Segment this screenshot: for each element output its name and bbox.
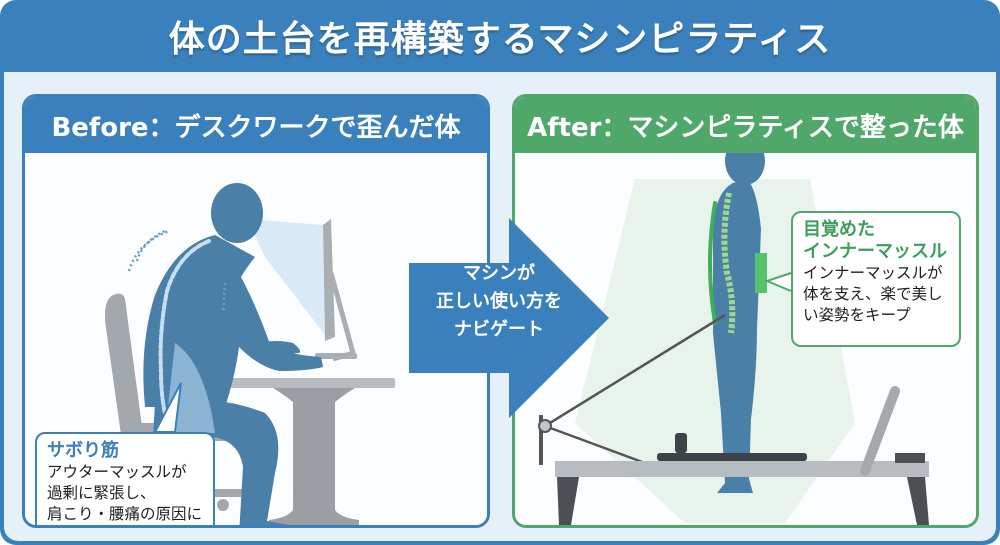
callout-line: 体を支え、楽で美し	[803, 285, 943, 303]
lazy-muscle-callout: サボり筋 アウターマッスルが 過剰に緊張し、 肩こり・腰痛の原因に	[35, 432, 215, 525]
page-title: 体の土台を再構築するマシンピラティス	[168, 19, 832, 60]
footbar-icon	[860, 386, 900, 476]
desk-icon	[230, 378, 395, 525]
monitor-icon	[315, 219, 357, 362]
title-bar: 体の土台を再構築するマシンピラティス	[0, 0, 1000, 72]
screen-glare	[247, 219, 325, 335]
after-illustration-area: 目覚めた インナーマッスル インナーマッスルが 体を支え、楽で美し い姿勢をキー…	[515, 153, 976, 525]
inner-muscle-highlight	[755, 253, 767, 293]
arrow-line: ナビゲート	[454, 319, 544, 340]
callout-line: 肩こり・腰痛の原因に	[47, 505, 203, 523]
spine-icon	[158, 239, 211, 423]
reformer-machine-icon	[538, 313, 929, 525]
carriage-icon	[657, 453, 807, 461]
callout-line: い姿勢をキープ	[803, 306, 911, 324]
callout-pointer	[764, 272, 792, 292]
callout-title: サボり筋	[47, 440, 119, 461]
right-arrow-icon	[409, 218, 609, 418]
callout-line: インナーマッスルが	[803, 264, 943, 282]
inner-muscle-callout: 目覚めた インナーマッスル インナーマッスルが 体を支え、楽で美し い姿勢をキー…	[791, 211, 961, 347]
arrow-caption: マシンが 正しい使い方を ナビゲート	[419, 260, 579, 344]
callout-title-line: インナーマッスル	[803, 241, 947, 262]
callout-line: 過剰に緊張し、	[47, 484, 156, 502]
tension-lines-icon	[135, 229, 166, 262]
arrow-line: 正しい使い方を	[436, 291, 562, 312]
transition-arrow: マシンが 正しい使い方を ナビゲート	[409, 218, 619, 418]
after-heading: After：マシンピラティスで整った体	[515, 97, 976, 153]
posture-line	[708, 201, 717, 325]
before-heading: Before：デスクワークで歪んだ体	[25, 97, 487, 153]
callout-title-line: 目覚めた	[803, 219, 875, 240]
pilates-reformer-illustration	[538, 153, 929, 525]
standing-person-icon	[713, 153, 765, 493]
aligned-spine-icon	[721, 192, 736, 334]
strap-icon	[544, 313, 726, 428]
callout-line: アウターマッスルが	[47, 463, 187, 481]
arrow-line: マシンが	[463, 263, 535, 284]
